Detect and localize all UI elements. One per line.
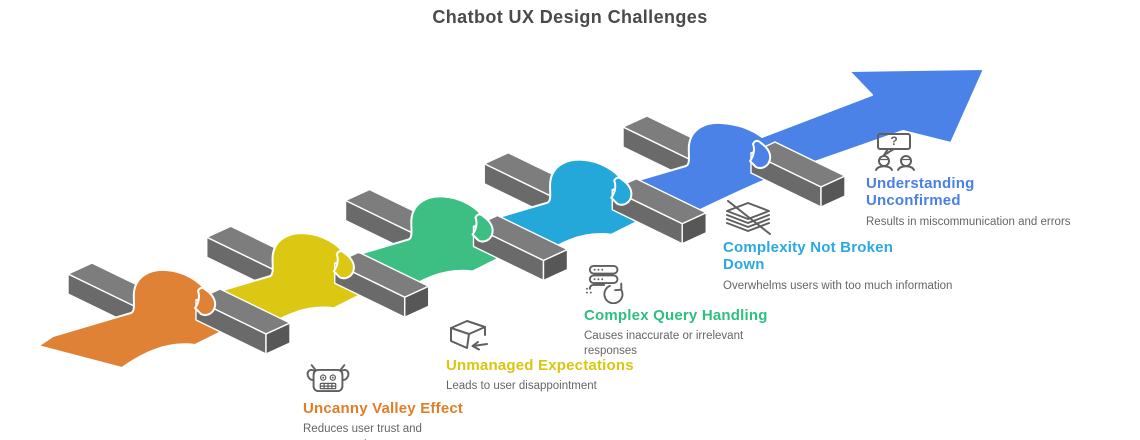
step-label-complexity: Complexity Not Broken Down Overwhelms us… — [723, 200, 953, 293]
step-label-complex-query: Complex Query Handling Causes inaccurate… — [584, 264, 799, 358]
layers-icon — [726, 200, 771, 235]
ribbon-fold — [471, 213, 494, 243]
step-description: Causes inaccurate or irrelevant response… — [584, 330, 744, 357]
step-label-unmanaged-expectations: Unmanaged Expectations Leads to user dis… — [446, 316, 671, 394]
ribbon-segment-1 — [37, 262, 291, 369]
ribbon-fold — [332, 250, 355, 280]
ribbon-fold — [194, 286, 217, 316]
step-description: Reduces user trust and engagement — [303, 423, 422, 440]
step-label-uncanny-valley: Uncanny Valley Effect Reduces user trust… — [303, 364, 488, 440]
step-description: Overwhelms users with too much informati… — [723, 279, 953, 292]
step-bar — [334, 251, 430, 318]
ribbon-fold — [749, 139, 772, 169]
step-bar — [750, 141, 846, 208]
ribbon-band — [37, 268, 226, 369]
page-title: Chatbot UX Design Challenges — [432, 7, 708, 27]
database-sync-icon — [586, 264, 624, 304]
step-title: Uncanny Valley Effect — [303, 400, 464, 417]
ribbon-fold — [610, 176, 633, 206]
step-bar — [472, 214, 569, 282]
ribbon-arrow — [592, 68, 985, 222]
users-question-icon: ? — [875, 133, 915, 171]
step-bar — [611, 178, 707, 245]
step-title: Complex Query Handling — [584, 307, 768, 324]
step-label-understanding: ? Understanding Unconfirmed Results in m… — [866, 132, 1111, 229]
svg-text:?: ? — [890, 134, 897, 148]
step-description: Leads to user disappointment — [446, 380, 597, 393]
step-bar — [195, 288, 291, 355]
step-description: Results in miscommunication and errors — [866, 215, 1071, 228]
step-title: Understanding Unconfirmed — [866, 175, 975, 210]
step-title: Unmanaged Expectations — [446, 357, 634, 374]
step-title: Complexity Not Broken Down — [723, 239, 894, 274]
ribbon-segment-5 — [592, 68, 985, 222]
package-return-icon — [450, 320, 488, 351]
robot-icon — [306, 364, 350, 393]
